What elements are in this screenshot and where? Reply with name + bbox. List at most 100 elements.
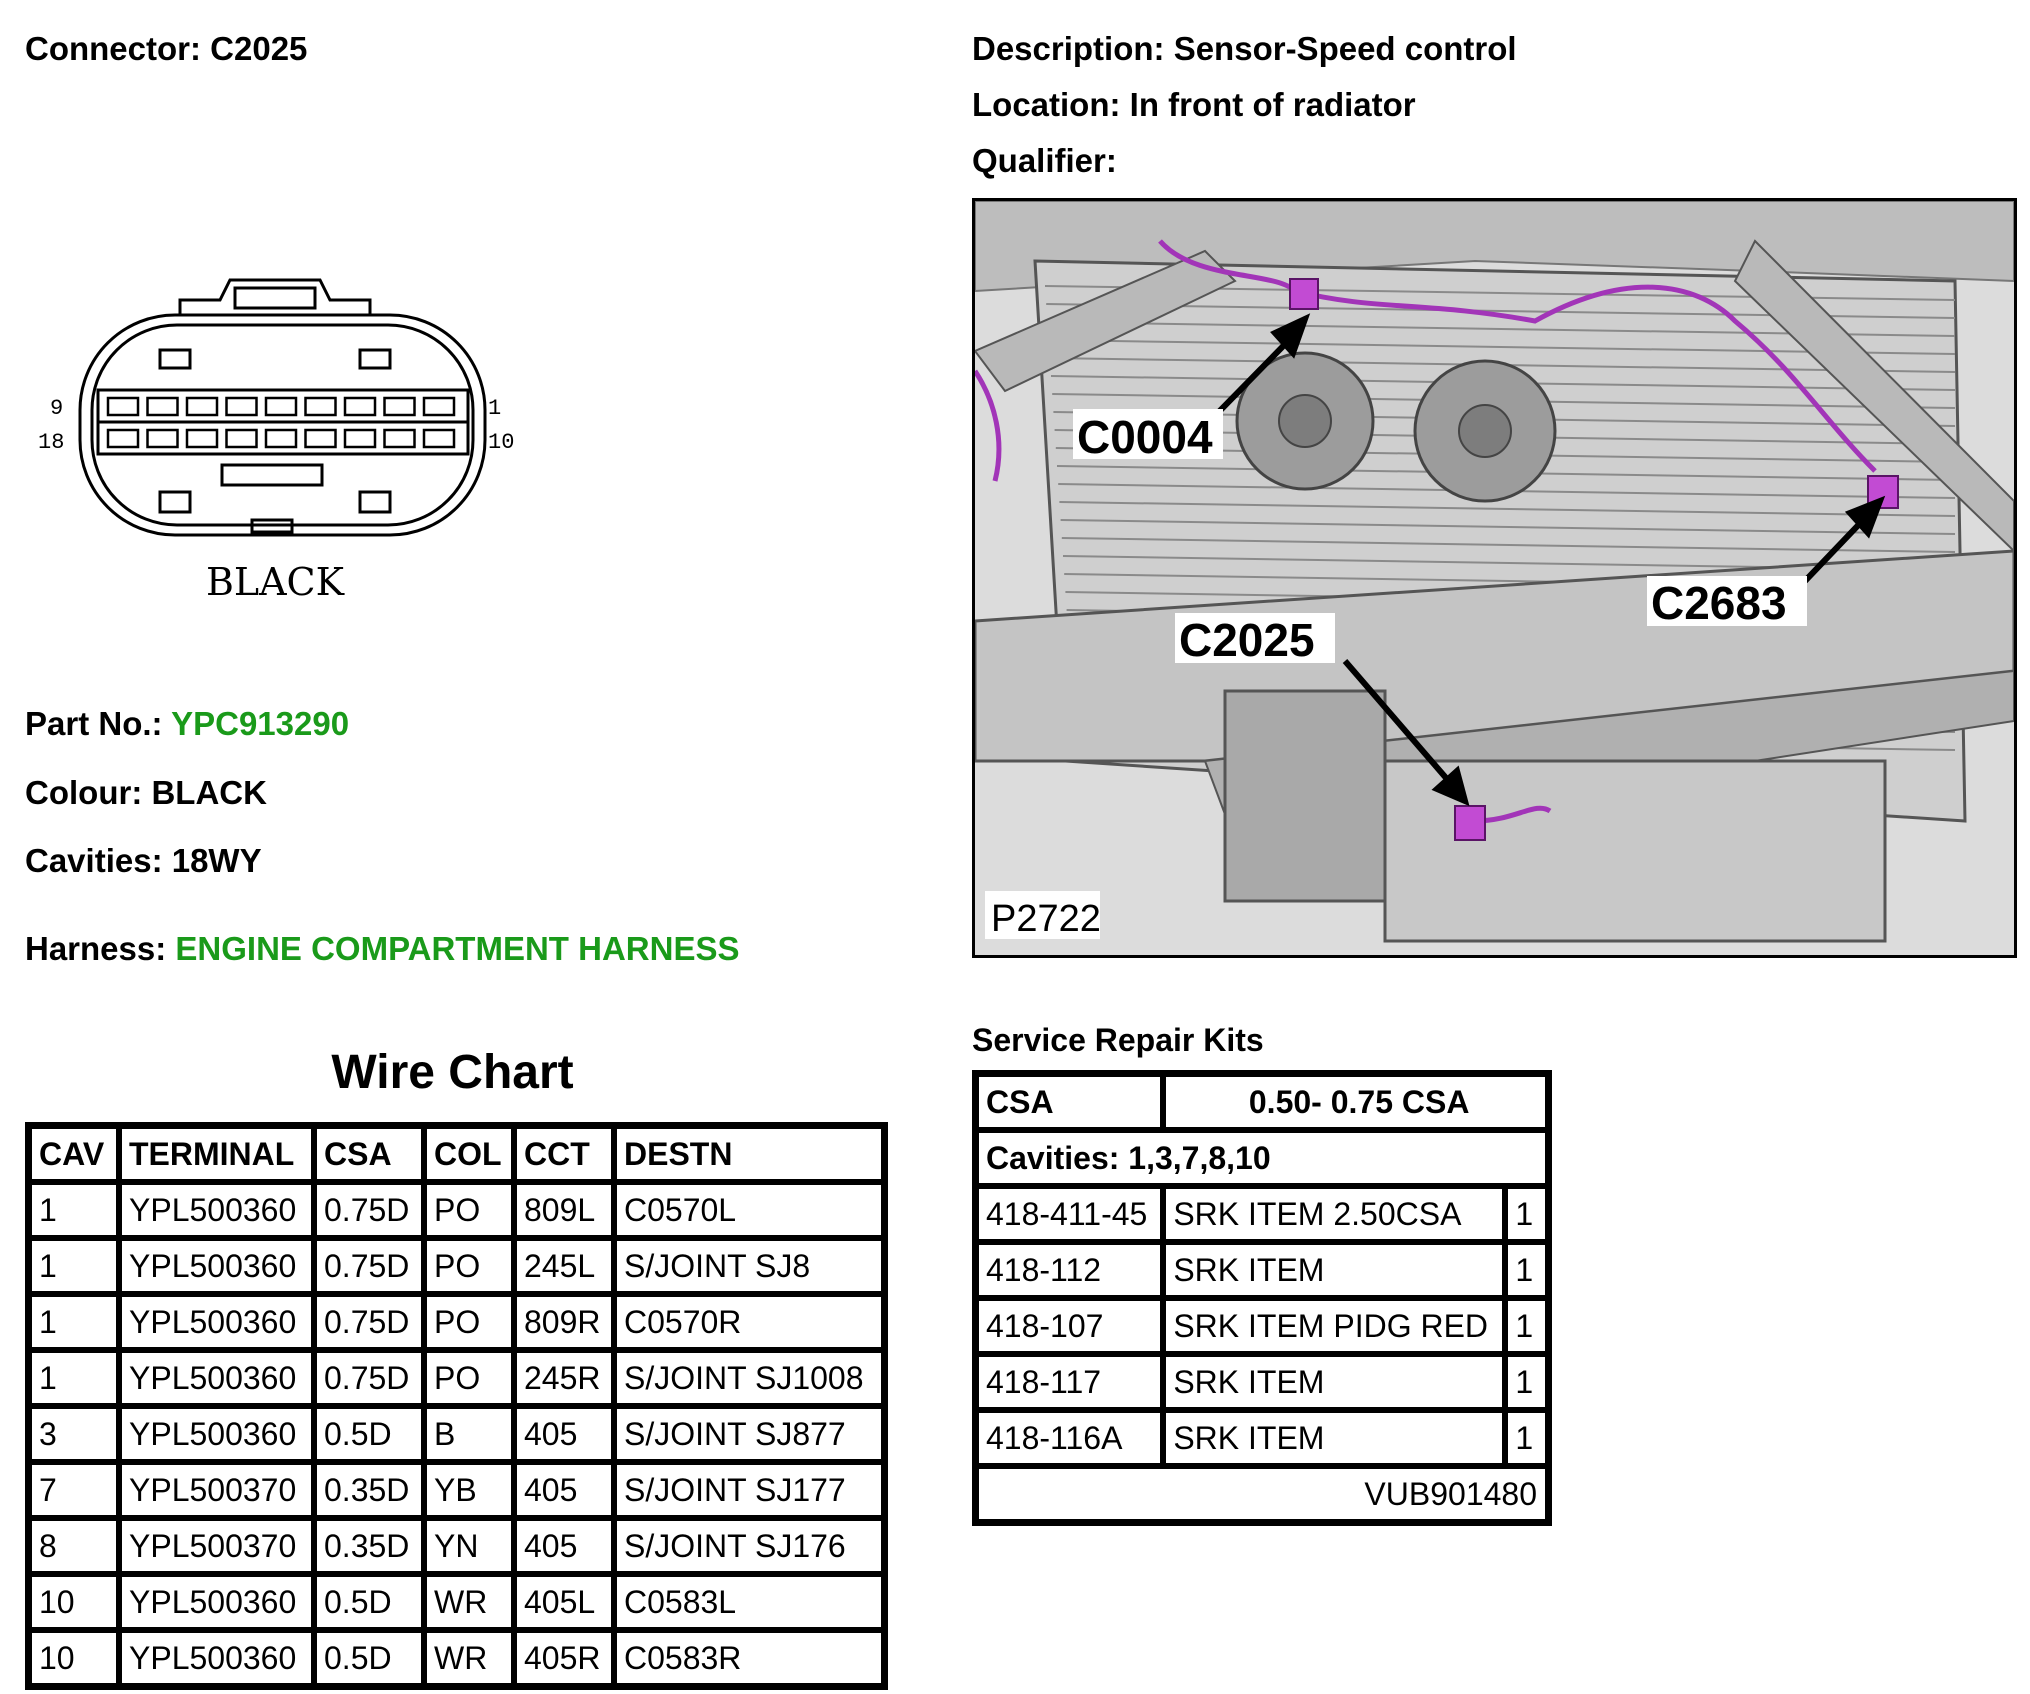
- col-terminal: TERMINAL: [119, 1126, 314, 1182]
- pin-label-9: 9: [50, 396, 63, 421]
- wire-chart-cell: YPL500360: [119, 1574, 314, 1630]
- wire-chart-cell: 245R: [514, 1350, 614, 1406]
- wire-chart-cell: 0.5D: [314, 1406, 424, 1462]
- kit-description: SRK ITEM: [1163, 1410, 1506, 1466]
- wire-chart-cell: 809L: [514, 1182, 614, 1238]
- wire-chart-cell: PO: [424, 1238, 514, 1294]
- kit-quantity: 1: [1505, 1354, 1548, 1410]
- wire-chart-cell: C0570L: [614, 1182, 884, 1238]
- callout-c0004: C0004: [1077, 411, 1213, 463]
- kit-number: VUB901480: [976, 1466, 1548, 1522]
- pin-cavity: [304, 428, 337, 449]
- wire-chart-cell: YPL500370: [119, 1462, 314, 1518]
- wire-chart-cell: 0.35D: [314, 1518, 424, 1574]
- kits-csa-label: CSA: [976, 1074, 1164, 1130]
- col-cct: CCT: [514, 1126, 614, 1182]
- wire-chart-cell: 0.75D: [314, 1350, 424, 1406]
- wire-chart-cell: 10: [29, 1574, 119, 1630]
- pin-cavity: [106, 396, 140, 417]
- wire-chart-title: Wire Chart: [331, 1046, 574, 1099]
- part-number-value: YPC913290: [171, 705, 350, 742]
- kit-description: SRK ITEM PIDG RED: [1163, 1298, 1506, 1354]
- wire-chart-cell: PO: [424, 1182, 514, 1238]
- pin-cavity: [383, 396, 416, 417]
- kit-part-number: 418-411-45: [976, 1186, 1164, 1242]
- pin-cavity: [422, 428, 456, 449]
- wire-chart-cell: 0.35D: [314, 1462, 424, 1518]
- pin-cavity: [264, 396, 298, 417]
- cavities-label: Cavities: 18WY: [25, 842, 262, 879]
- pin-label-18: 18: [38, 430, 64, 455]
- wire-chart-cell: 3: [29, 1406, 119, 1462]
- wire-chart-cell: 10: [29, 1630, 119, 1686]
- wire-chart-cell: 0.75D: [314, 1182, 424, 1238]
- pin-cavity: [146, 396, 179, 417]
- wire-chart-header-row: CAV TERMINAL CSA COL CCT DESTN: [29, 1126, 884, 1182]
- wire-chart-cell: 405: [514, 1462, 614, 1518]
- location-label: Location: In front of radiator: [972, 86, 1416, 123]
- connector-label: Connector: C2025: [25, 30, 308, 67]
- pin-cavity: [422, 396, 456, 417]
- wire-chart-cell: 245L: [514, 1238, 614, 1294]
- pin-cavity: [185, 396, 219, 417]
- wire-chart-cell: YPL500370: [119, 1518, 314, 1574]
- description-label: Description: Sensor-Speed control: [972, 30, 1517, 67]
- kits-cavities: Cavities: 1,3,7,8,10: [976, 1130, 1548, 1186]
- kit-quantity: 1: [1505, 1298, 1548, 1354]
- kit-part-number: 418-117: [976, 1354, 1164, 1410]
- wire-chart-cell: WR: [424, 1630, 514, 1686]
- part-number: Part No.: YPC913290: [25, 705, 350, 742]
- wire-chart-cell: 1: [29, 1294, 119, 1350]
- kit-part-number: 418-116A: [976, 1410, 1164, 1466]
- qualifier-label: Qualifier:: [972, 142, 1117, 179]
- callout-c2683: C2683: [1651, 577, 1787, 629]
- wire-chart-cell: C0570R: [614, 1294, 884, 1350]
- wire-chart-cell: S/JOINT SJ1008: [614, 1350, 884, 1406]
- col-csa: CSA: [314, 1126, 424, 1182]
- wire-chart-cell: YPL500360: [119, 1350, 314, 1406]
- wire-chart-cell: 405: [514, 1518, 614, 1574]
- col-destn: DESTN: [614, 1126, 884, 1182]
- wire-chart-cell: S/JOINT SJ177: [614, 1462, 884, 1518]
- kit-description: SRK ITEM 2.50CSA: [1163, 1186, 1506, 1242]
- wire-chart-cell: C0583L: [614, 1574, 884, 1630]
- kit-part-number: 418-107: [976, 1298, 1164, 1354]
- wire-chart-cell: S/JOINT SJ877: [614, 1406, 884, 1462]
- wire-chart-cell: 0.75D: [314, 1238, 424, 1294]
- kits-csa-value: 0.50- 0.75 CSA: [1163, 1074, 1548, 1130]
- pin-cavity: [383, 428, 416, 449]
- wire-chart-cell: YPL500360: [119, 1182, 314, 1238]
- kit-part-number: 418-112: [976, 1242, 1164, 1298]
- repair-kits-title: Service Repair Kits: [972, 1022, 1264, 1058]
- kit-quantity: 1: [1505, 1186, 1548, 1242]
- harness-value: ENGINE COMPARTMENT HARNESS: [175, 930, 740, 967]
- kits-csa-row: CSA 0.50- 0.75 CSA: [976, 1074, 1548, 1130]
- kit-quantity: 1: [1505, 1410, 1548, 1466]
- wire-chart-cell: 0.75D: [314, 1294, 424, 1350]
- wire-chart-cell: 8: [29, 1518, 119, 1574]
- harness-label: Harness: ENGINE COMPARTMENT HARNESS: [25, 930, 740, 967]
- col-cav: CAV: [29, 1126, 119, 1182]
- repair-kits-table: CSA 0.50- 0.75 CSA Cavities: 1,3,7,8,10 …: [972, 1070, 1552, 1526]
- pin-cavity: [343, 396, 377, 417]
- wire-chart-cell: WR: [424, 1574, 514, 1630]
- kit-description: SRK ITEM: [1163, 1354, 1506, 1410]
- kit-description: SRK ITEM: [1163, 1242, 1506, 1298]
- wire-chart-cell: PO: [424, 1294, 514, 1350]
- callout-c2025: C2025: [1179, 614, 1315, 666]
- wire-chart-cell: 809R: [514, 1294, 614, 1350]
- kits-number-row: VUB901480: [976, 1466, 1548, 1522]
- wire-chart-cell: 405L: [514, 1574, 614, 1630]
- pin-cavity: [225, 396, 258, 417]
